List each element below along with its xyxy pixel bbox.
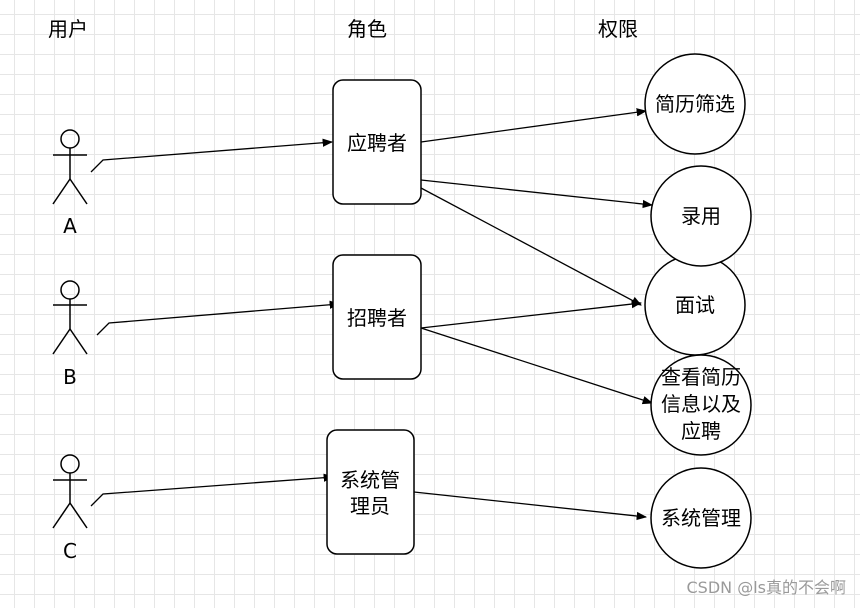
perm-sysmgmt-label: 系统管理	[661, 506, 741, 530]
user-c-label: C	[63, 539, 77, 563]
header-roles: 角色	[347, 17, 387, 41]
perm-interview: 面试	[644, 254, 746, 356]
role-box	[332, 254, 422, 380]
edge-admin-to-sysmgmt	[413, 491, 648, 521]
header-permissions: 权限	[598, 17, 638, 41]
role-box	[332, 79, 422, 205]
role-applicant: 应聘者	[332, 79, 422, 205]
user-b-label: B	[63, 365, 77, 389]
watermark: CSDN @ls真的不会啊	[687, 578, 847, 597]
user-a: A	[52, 129, 88, 238]
role-recruiter-label: 招聘者	[347, 306, 407, 330]
perm-view-label-line3: 应聘	[681, 419, 721, 443]
perm-view-label-line2: 信息以及	[661, 392, 741, 416]
role-admin-label-line1: 系统管	[340, 468, 400, 492]
perm-screen: 简历筛选	[644, 53, 746, 155]
edge-user-b-to-recruiter	[96, 300, 341, 336]
perm-hire-label: 录用	[681, 204, 721, 228]
edge-recruiter-to-view	[420, 327, 653, 405]
perm-sysmgmt: 系统管理	[650, 467, 752, 569]
role-admin-label-line2: 理员	[350, 494, 390, 518]
edge-applicant-to-screen	[420, 108, 648, 143]
actor-icon	[52, 454, 88, 529]
permission-circle	[650, 467, 752, 569]
actor-icon	[52, 129, 88, 205]
edge-user-c-to-admin	[90, 473, 335, 507]
permission-circle	[650, 165, 752, 267]
user-b: B	[52, 280, 88, 389]
role-recruiter: 招聘者	[332, 254, 422, 380]
perm-interview-label: 面试	[675, 293, 715, 317]
permission-circle	[644, 53, 746, 155]
user-a-label: A	[63, 214, 77, 238]
edge-recruiter-to-interview	[420, 299, 643, 329]
role-box	[326, 429, 415, 555]
perm-screen-label: 简历筛选	[655, 92, 735, 116]
role-admin: 系统管 理员	[326, 429, 415, 555]
edge-user-a-to-applicant	[90, 138, 334, 173]
perm-view-label-line1: 查看简历	[661, 365, 741, 389]
perm-view: 查看简历 信息以及 应聘	[650, 354, 752, 456]
edge-applicant-to-hire	[420, 179, 654, 209]
user-c: C	[52, 454, 88, 563]
actor-icon	[52, 280, 88, 355]
header-users: 用户	[48, 17, 88, 41]
permission-circle	[650, 354, 752, 456]
perm-hire: 录用	[650, 165, 752, 267]
edge-applicant-to-interview	[420, 187, 642, 306]
role-applicant-label: 应聘者	[347, 131, 407, 155]
edges	[90, 108, 654, 521]
